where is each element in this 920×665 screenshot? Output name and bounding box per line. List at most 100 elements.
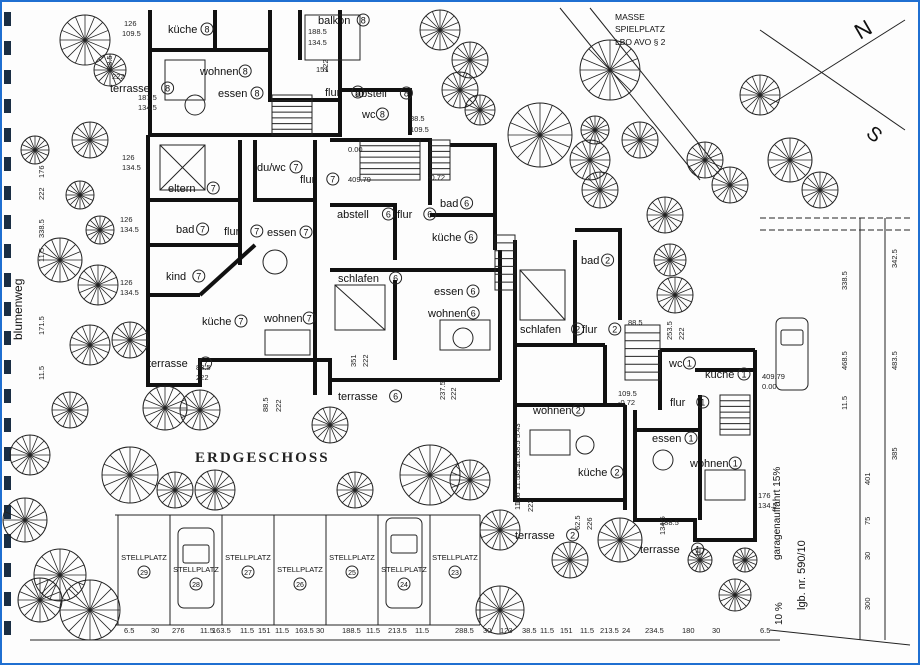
unit-number-ring [466, 284, 480, 298]
dimension-label: 11.5 [37, 248, 46, 262]
tree-icon [711, 166, 749, 204]
bottom-dimension-label: 11.5 [366, 626, 380, 635]
unit-number-ring [161, 81, 175, 95]
binder-ring [4, 621, 11, 635]
binder-ring [4, 128, 11, 142]
unit-number: 1 [688, 434, 693, 444]
tree-icon [20, 135, 50, 165]
room-label: terrasse [515, 530, 555, 542]
dimension-label: 0.00 [348, 145, 363, 154]
tree-icon [93, 53, 127, 87]
dimension-label: 126 [120, 278, 133, 287]
parking-number: 29 [140, 570, 148, 577]
unit-number: 1 [700, 398, 705, 408]
dimension-label: 222 [361, 354, 370, 367]
unit-number: 1 [741, 370, 746, 380]
bottom-dimension-label: 11.5 [275, 626, 289, 635]
room-label: wohnen [263, 313, 303, 325]
unit-number-ring [238, 64, 252, 78]
unit-number: 8 [404, 89, 409, 99]
bottom-dimension-label: 151 [560, 626, 573, 635]
unit-number-ring [682, 356, 696, 370]
right-dimension-label: 483.5 [890, 351, 899, 370]
bottom-dimension-label: 288.5 [455, 626, 474, 635]
binder-ring [4, 12, 11, 26]
room-label: essen [267, 227, 296, 239]
dimension-label: 253.5 [665, 321, 674, 340]
parking-label: STELLPLATZ [381, 565, 427, 574]
unit-number: 8 [380, 110, 385, 120]
driveway-label: garagenauffahrt 15% [772, 467, 783, 560]
parking-label: STELLPLATZ [432, 553, 478, 562]
tree-icon [399, 444, 461, 506]
room-label: balkon [318, 15, 350, 27]
room-label: wc [361, 109, 376, 121]
staircase [719, 394, 751, 436]
binder-ring [4, 563, 11, 577]
unit-number: 7 [307, 314, 312, 324]
unit-number-ring [608, 322, 622, 336]
binder-ring [4, 389, 11, 403]
unit-number-ring [571, 322, 585, 336]
unit-number-ring [200, 22, 214, 36]
binder-ring [4, 215, 11, 229]
dimension-label: 134.5 [658, 516, 667, 535]
tree-icon [69, 324, 111, 366]
parking-number-ring [448, 565, 462, 579]
bottom-dimension-label: 180 [682, 626, 695, 635]
right-dimension-label: 11.5 [840, 396, 849, 410]
parking-number: 28 [192, 582, 200, 589]
binder-ring [4, 447, 11, 461]
tree-icon [33, 548, 87, 602]
dimension-label: 222 [677, 327, 686, 340]
unit-number-ring [566, 528, 580, 542]
tree-icon [475, 585, 525, 635]
right-dimension-label: 401 [863, 472, 872, 485]
right-dimension-label: 338.5 [840, 271, 849, 290]
dimension-label: 134.5 [138, 103, 157, 112]
dimension-label: 0.00 [762, 382, 777, 391]
unit-number: 6 [470, 287, 475, 297]
parking-number-ring [397, 577, 411, 591]
unit-number: 2 [576, 406, 581, 416]
binder-ring [4, 592, 11, 606]
tree-icon [451, 41, 489, 79]
bottom-dimension-label: 30 [712, 626, 720, 635]
room-label: flur [397, 209, 413, 221]
dimension-label: 176 [513, 492, 522, 505]
unit-number-ring [381, 207, 395, 221]
dimension-label: 188.5 [308, 27, 327, 36]
tree-icon [156, 471, 194, 509]
dimension-label: 68.5 [513, 440, 522, 455]
right-dimension-label: 385 [890, 447, 899, 460]
bottom-dimension-label: 11.5 [540, 626, 554, 635]
bottom-dimension-label: 188.5 [342, 626, 361, 635]
unit-number-ring [389, 389, 403, 403]
unit-number: 2 [570, 531, 575, 541]
dimension-label: 222 [112, 72, 125, 81]
dimension-label: 237.5 [438, 381, 447, 400]
tree-icon [9, 434, 51, 476]
binder-ring [4, 157, 11, 171]
dimension-label: 126 [122, 153, 135, 162]
tree-icon [51, 391, 89, 429]
room-label: flur [325, 87, 341, 99]
dimension-label: 11.5 [513, 476, 522, 490]
dimension-label: 409.79 [762, 372, 785, 381]
play-area-mark-a: N [850, 15, 876, 45]
unit-number: 2 [614, 468, 619, 478]
dimension-label: 11.5 [513, 454, 522, 468]
unit-number-ring [302, 311, 316, 325]
right-dimension-label: 75 [863, 517, 872, 525]
unit-number-ring [691, 542, 705, 556]
room-label: wohnen [427, 308, 467, 320]
tree-icon [686, 141, 724, 179]
unit-number: 1 [687, 359, 692, 369]
bottom-dimension-label: 30 [316, 626, 324, 635]
tree-icon [2, 497, 48, 543]
bottom-dimension-label: 213.5 [388, 626, 407, 635]
unit-number-ring [351, 85, 365, 99]
parking-label: STELLPLATZ [173, 565, 219, 574]
parking-number: 24 [400, 582, 408, 589]
